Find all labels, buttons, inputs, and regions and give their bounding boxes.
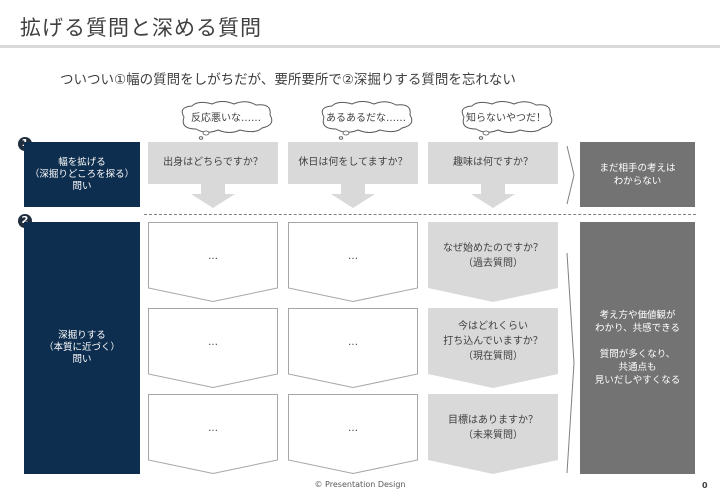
row2-label-line: （本質に近づく） <box>43 342 120 353</box>
placeholder-chevron: … <box>288 222 418 303</box>
row1-conclusion-line: まだ相手の考えは <box>599 162 676 174</box>
row2-label-line: 深掘りする <box>58 330 106 341</box>
down-arrow-shape <box>288 142 418 208</box>
question-line: 今はどれくらい <box>458 321 528 332</box>
down-arrow-shape <box>428 142 558 208</box>
row2-conclusion-line: 考え方や価値観が <box>599 310 676 321</box>
row2-conclusion-line: 見いだしやすくなる <box>594 375 681 386</box>
thought-cloud-2: あるあるだな…… <box>316 101 416 140</box>
deep-question-future-text: 目標はありますか？ （未来質問） <box>428 413 558 443</box>
page-number: 0 <box>702 481 708 490</box>
row1-conclusion-line: わからない <box>613 175 662 187</box>
thought-cloud-1: 反応悪いな…… <box>176 101 276 140</box>
row1-label-box: 幅を拡げる （深掘りどころを探る） 問い <box>24 142 140 207</box>
row1-bracket-chevron <box>566 145 575 205</box>
question-line: 目標はありますか？ <box>448 415 538 426</box>
section-divider <box>144 214 696 215</box>
cloud-icon <box>181 101 273 140</box>
row1-conclusion-box: まだ相手の考えは わからない <box>580 142 695 207</box>
chevron-shape <box>428 308 558 388</box>
thought-text-3: 知らないやつだ！ <box>466 113 546 124</box>
row2-label-line: 問い <box>72 354 92 365</box>
thought-text-1: 反応悪いな…… <box>191 113 261 124</box>
deep-question-past-text: なぜ始めたのですか？ （過去質問） <box>428 241 558 271</box>
row1-label-line: 幅を拡げる <box>58 156 106 168</box>
row1-question-1-text: 出身はどちらですか？ <box>163 157 263 168</box>
chevron-shape <box>428 222 558 302</box>
question-tag: （未来質問） <box>463 430 523 441</box>
deep-question-past: なぜ始めたのですか？ （過去質問） <box>428 222 558 302</box>
deep-question-present: 今はどれくらい 打ち込んでいますか？ （現在質問） <box>428 308 558 388</box>
deep-question-present-text: 今はどれくらい 打ち込んでいますか？ （現在質問） <box>428 319 558 364</box>
chevron-shape <box>148 222 278 303</box>
thought-cloud-3: 知らないやつだ！ <box>456 101 556 140</box>
slide-subtitle: ついつい①幅の質問をしがちだが、要所要所で②深掘りする質問を忘れない <box>60 72 516 88</box>
row1-question-2: 休日は何をしてますか？ <box>288 142 418 208</box>
row1-question-3-text: 趣味は何ですか？ <box>453 157 533 168</box>
placeholder-chevron: … <box>148 308 278 389</box>
placeholder-text: … <box>348 337 358 348</box>
chevron-shape <box>148 308 278 389</box>
cloud-icon <box>321 101 413 140</box>
slide-title: 拡げる質問と深める質問 <box>20 16 262 40</box>
question-line: なぜ始めたのですか？ <box>443 243 543 254</box>
thought-text-2: あるあるだな…… <box>326 113 406 124</box>
chevron-shape <box>148 394 278 475</box>
placeholder-text: … <box>208 423 218 434</box>
row1-question-2-text: 休日は何をしてますか？ <box>298 157 408 168</box>
row2-conclusion-line: わかり、共感できる <box>595 323 680 334</box>
footer-copyright: © Presentation Design <box>314 480 406 489</box>
row1-question-1: 出身はどちらですか？ <box>148 142 278 208</box>
placeholder-chevron: … <box>148 222 278 303</box>
row2-conclusion-line: 共通点も <box>618 362 657 373</box>
question-tag: （現在質問） <box>463 351 523 362</box>
row2-conclusion-box: 考え方や価値観が わかり、共感できる 質問が多くなり、 共通点も 見いだしやすく… <box>580 222 695 474</box>
placeholder-chevron: … <box>148 394 278 475</box>
row1-label-line: 問い <box>72 180 92 192</box>
placeholder-text: … <box>348 251 358 262</box>
question-tag: （過去質問） <box>463 258 523 269</box>
title-rule <box>0 45 720 48</box>
placeholder-chevron: … <box>288 308 418 389</box>
question-line: 打ち込んでいますか？ <box>443 336 543 347</box>
chevron-shape <box>288 222 418 303</box>
deep-question-future: 目標はありますか？ （未来質問） <box>428 394 558 474</box>
chevron-shape <box>428 394 558 474</box>
placeholder-chevron: … <box>288 394 418 475</box>
placeholder-text: … <box>208 251 218 262</box>
row1-question-3: 趣味は何ですか？ <box>428 142 558 208</box>
row2-label-box: 深掘りする （本質に近づく） 問い <box>24 222 140 474</box>
row2-conclusion-line: 質問が多くなり、 <box>599 349 676 360</box>
placeholder-text: … <box>208 337 218 348</box>
down-arrow-shape <box>148 142 278 208</box>
row2-bracket-chevron <box>566 252 575 474</box>
chevron-shape <box>288 394 418 475</box>
placeholder-text: … <box>348 423 358 434</box>
row1-label-line: （深掘りどころを探る） <box>29 168 135 180</box>
cloud-icon <box>461 101 553 140</box>
chevron-shape <box>288 308 418 389</box>
